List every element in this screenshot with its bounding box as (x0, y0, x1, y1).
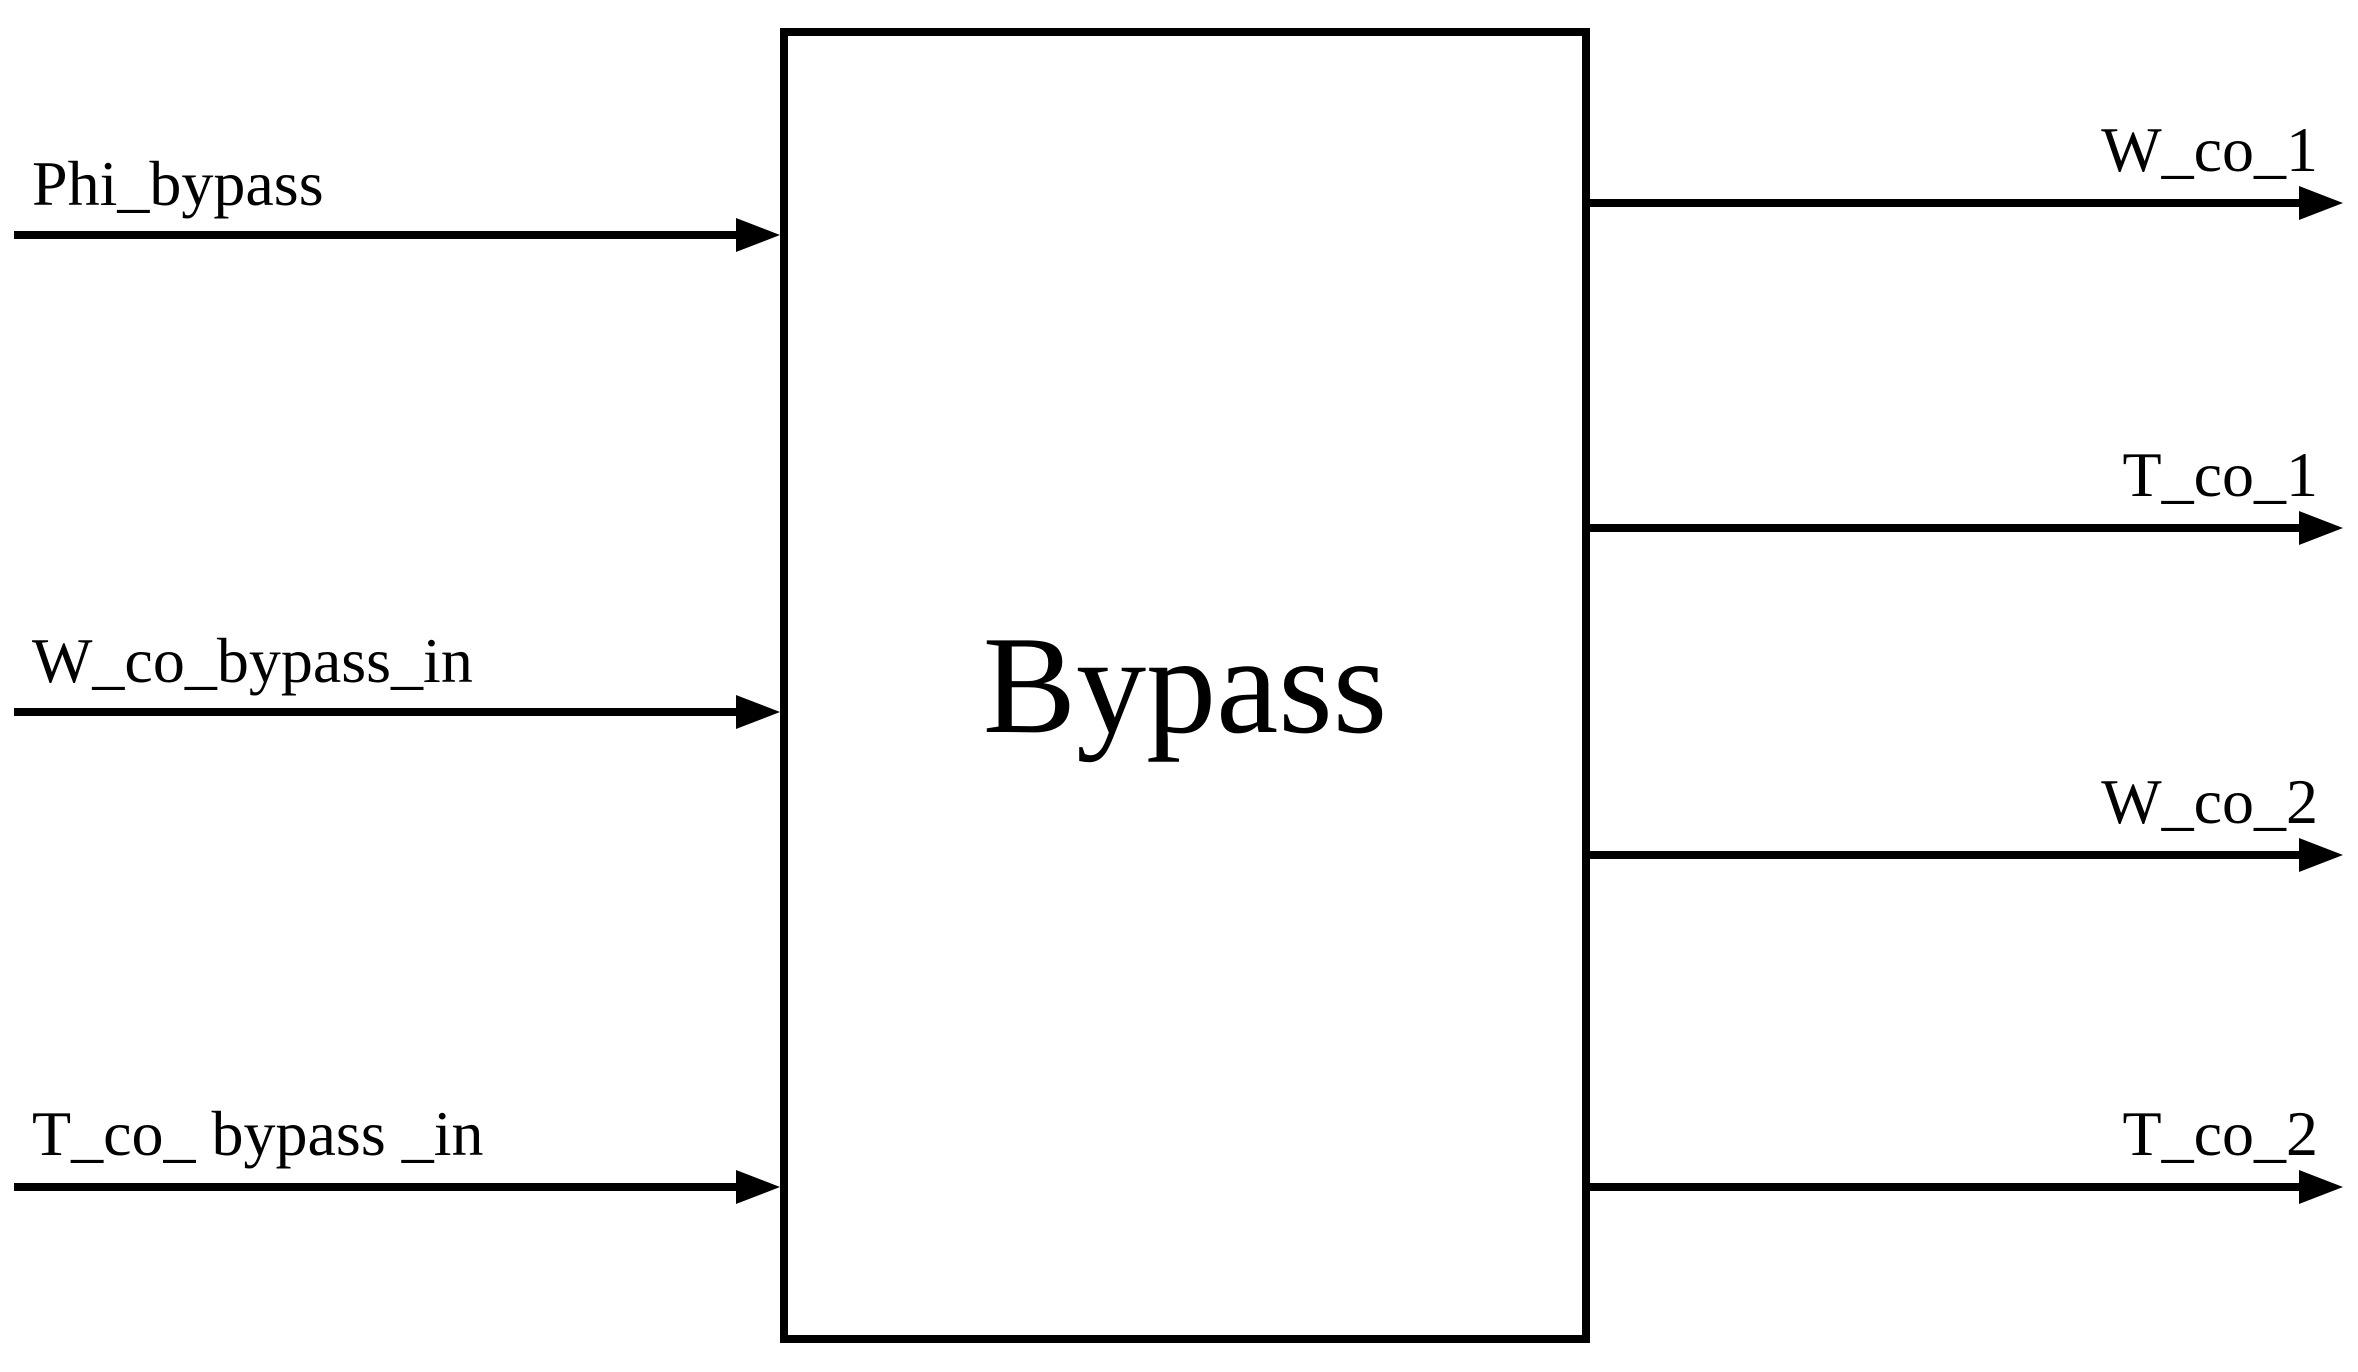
input-label-phi-bypass: Phi_bypass (32, 148, 324, 219)
output-label-w-co-1: W_co_1 (2101, 114, 2318, 185)
arrowhead-right-icon (2299, 186, 2343, 220)
input-label-t-co-bypass-in: T_co_ bypass _in (32, 1098, 484, 1169)
input-label-w-co-bypass-in: W_co_bypass_in (32, 625, 473, 696)
arrowhead-right-icon (736, 695, 780, 729)
output-line-t-co-2 (1590, 1183, 2301, 1191)
input-line-w-co-bypass-in (14, 708, 738, 716)
arrowhead-right-icon (736, 1170, 780, 1204)
output-line-w-co-2 (1590, 851, 2301, 859)
output-label-t-co-1: T_co_1 (2122, 439, 2319, 510)
output-line-w-co-1 (1590, 199, 2301, 207)
bypass-block: Bypass (780, 28, 1590, 1343)
arrowhead-right-icon (736, 218, 780, 252)
bypass-block-title: Bypass (982, 607, 1388, 763)
output-line-t-co-1 (1590, 524, 2301, 532)
arrowhead-right-icon (2299, 838, 2343, 872)
output-label-t-co-2: T_co_2 (2122, 1098, 2319, 1169)
input-line-phi-bypass (14, 231, 738, 239)
arrowhead-right-icon (2299, 511, 2343, 545)
output-label-w-co-2: W_co_2 (2101, 766, 2318, 837)
input-line-t-co-bypass-in (14, 1183, 738, 1191)
arrowhead-right-icon (2299, 1170, 2343, 1204)
